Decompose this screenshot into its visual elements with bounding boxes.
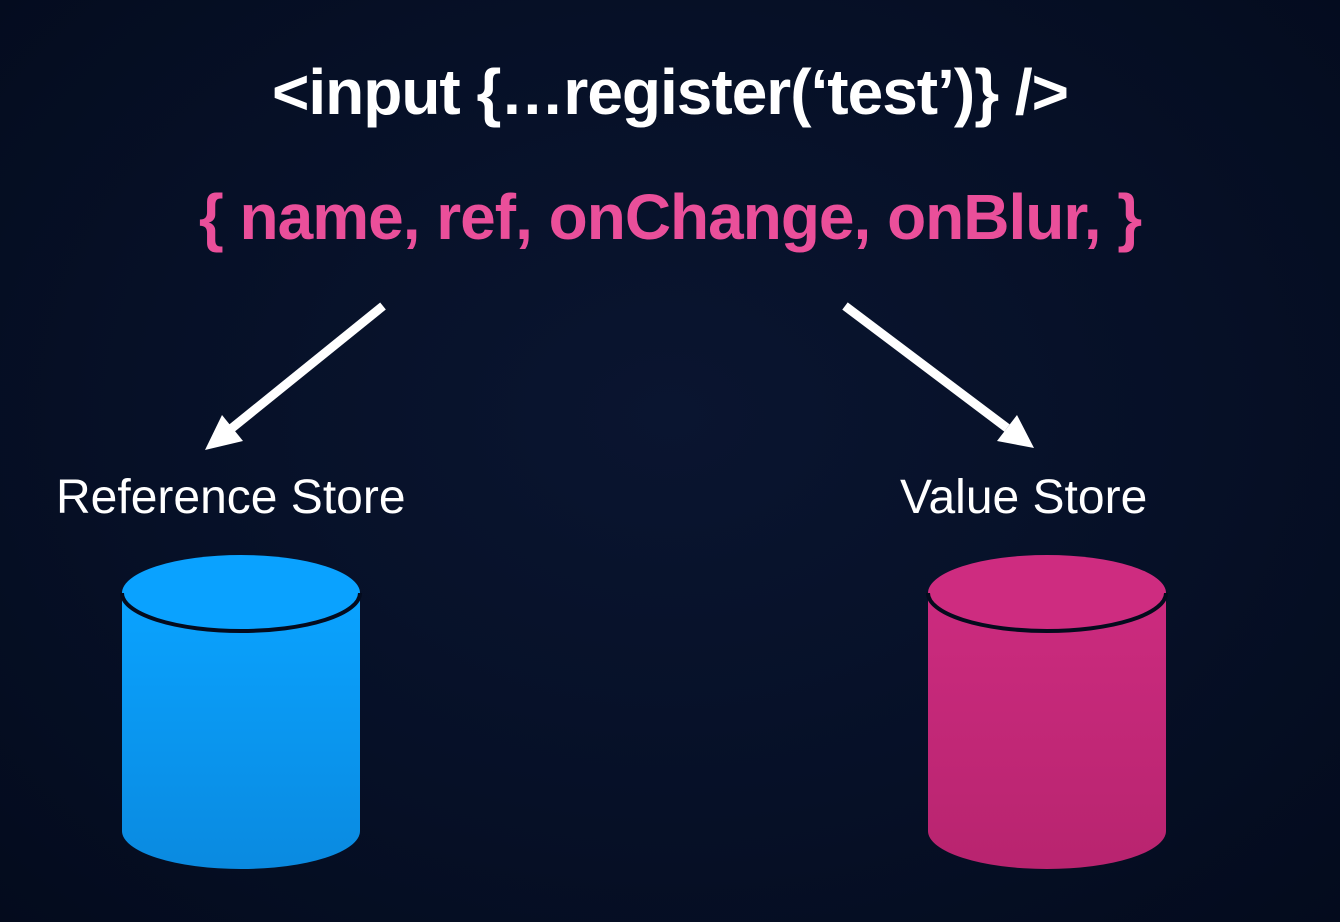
value-store-database-icon [926, 555, 1168, 869]
arrow-to-value-store [842, 302, 1034, 448]
register-jsx-line: <input {…register(‘test’)} /> [271, 56, 1069, 128]
register-return-props-line: { name, ref, onChange, onBlur, } [198, 181, 1142, 253]
arrow-to-reference-store [205, 302, 386, 450]
reference-store-label: Reference Store [56, 471, 406, 524]
reference-store-database-icon [120, 555, 362, 869]
value-store-label: Value Store [900, 471, 1148, 524]
